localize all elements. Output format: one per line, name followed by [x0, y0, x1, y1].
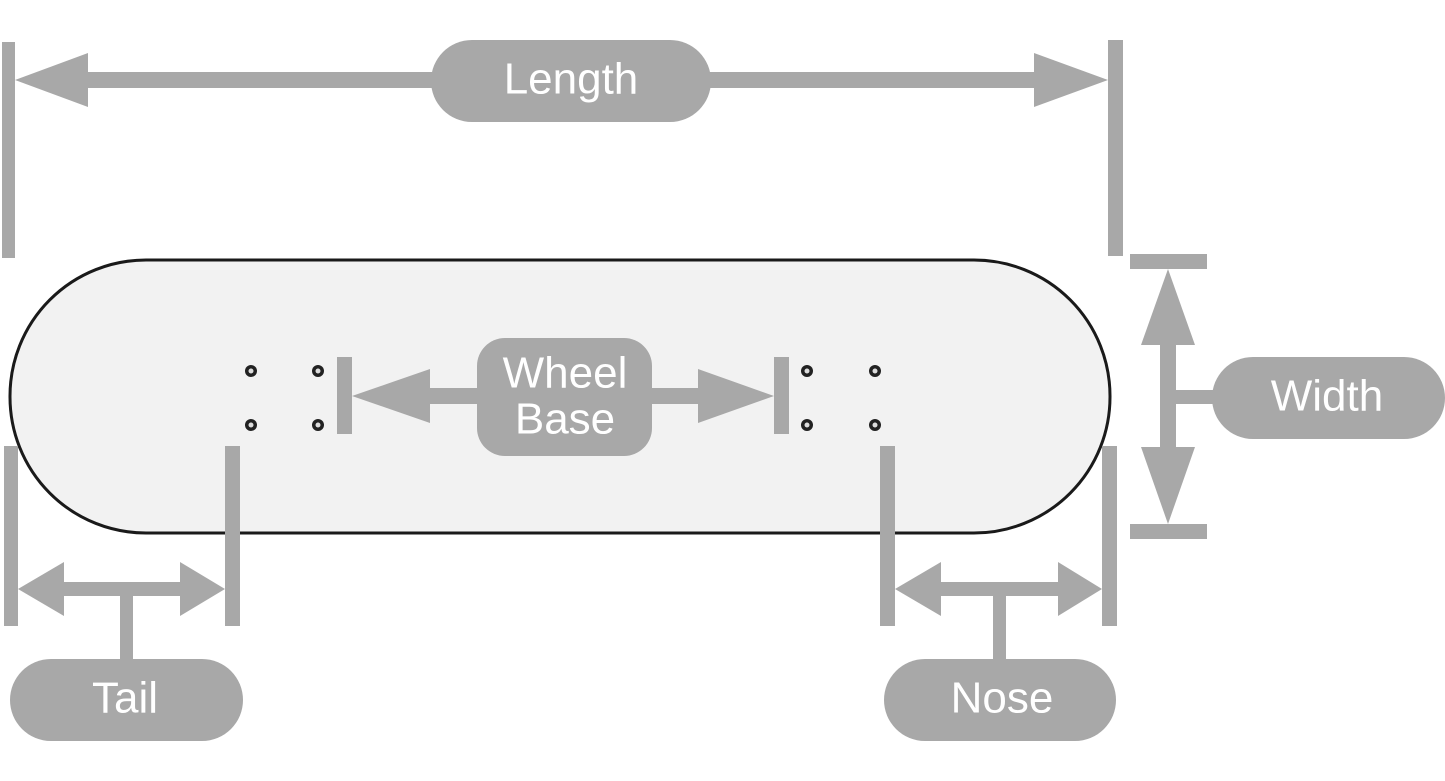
bolt-hole-icon — [869, 365, 881, 377]
wheel-base-right-tick — [774, 357, 789, 434]
tail-label: Tail — [92, 674, 158, 723]
width-label-pill — [1212, 357, 1445, 439]
wheel-base-label-line1: Wheel — [503, 349, 628, 398]
tail-left-arrowhead — [18, 562, 64, 616]
length-right-arrowhead — [1034, 53, 1108, 107]
bolt-hole-icon — [245, 419, 257, 431]
nose-arrow-shaft — [920, 582, 1080, 596]
nose-truck-holes — [801, 365, 881, 431]
tail-label-pill — [10, 659, 243, 741]
length-right-extension-line — [1108, 40, 1123, 256]
wheel-base-left-tick — [337, 357, 352, 434]
bolt-hole-icon — [801, 365, 813, 377]
nose-left-arrowhead — [895, 562, 941, 616]
tail-leader-line — [120, 596, 133, 664]
wheel-base-right-arrowhead — [698, 369, 774, 423]
tail-left-extension-line — [4, 446, 18, 626]
tail-right-extension-line — [225, 446, 240, 626]
length-label-pill — [431, 40, 711, 122]
nose-right-extension-line — [1102, 446, 1117, 626]
length-left-arrowhead — [15, 53, 88, 107]
wheel-base-label-pill — [477, 338, 652, 456]
bolt-hole-icon — [869, 419, 881, 431]
length-label: Length — [504, 55, 639, 104]
bolt-hole-icon — [312, 365, 324, 377]
nose-label-pill — [884, 659, 1116, 741]
width-dimension — [1130, 254, 1445, 539]
length-left-extension-line — [2, 42, 15, 258]
width-top-tick — [1130, 254, 1207, 269]
tail-arrow-shaft — [50, 582, 190, 596]
wheel-base-left-arrowhead — [352, 369, 430, 423]
width-bottom-arrowhead — [1141, 447, 1195, 524]
wheel-base-label-line2: Base — [515, 395, 615, 444]
nose-left-extension-line — [880, 446, 895, 626]
tail-truck-holes — [245, 365, 324, 431]
length-dimension — [2, 40, 1123, 258]
nose-leader-line — [993, 596, 1006, 664]
wheel-base-dimension — [337, 338, 789, 456]
bolt-hole-icon — [312, 419, 324, 431]
tail-dimension — [4, 446, 243, 741]
bolt-hole-icon — [245, 365, 257, 377]
nose-label: Nose — [951, 674, 1054, 723]
tail-right-arrowhead — [180, 562, 225, 616]
nose-dimension — [880, 446, 1117, 741]
bolt-hole-icon — [801, 419, 813, 431]
width-top-arrowhead — [1141, 269, 1195, 345]
width-label: Width — [1271, 372, 1383, 421]
width-arrow-shaft — [1160, 320, 1176, 480]
nose-right-arrowhead — [1058, 562, 1102, 616]
width-bottom-tick — [1130, 524, 1207, 539]
